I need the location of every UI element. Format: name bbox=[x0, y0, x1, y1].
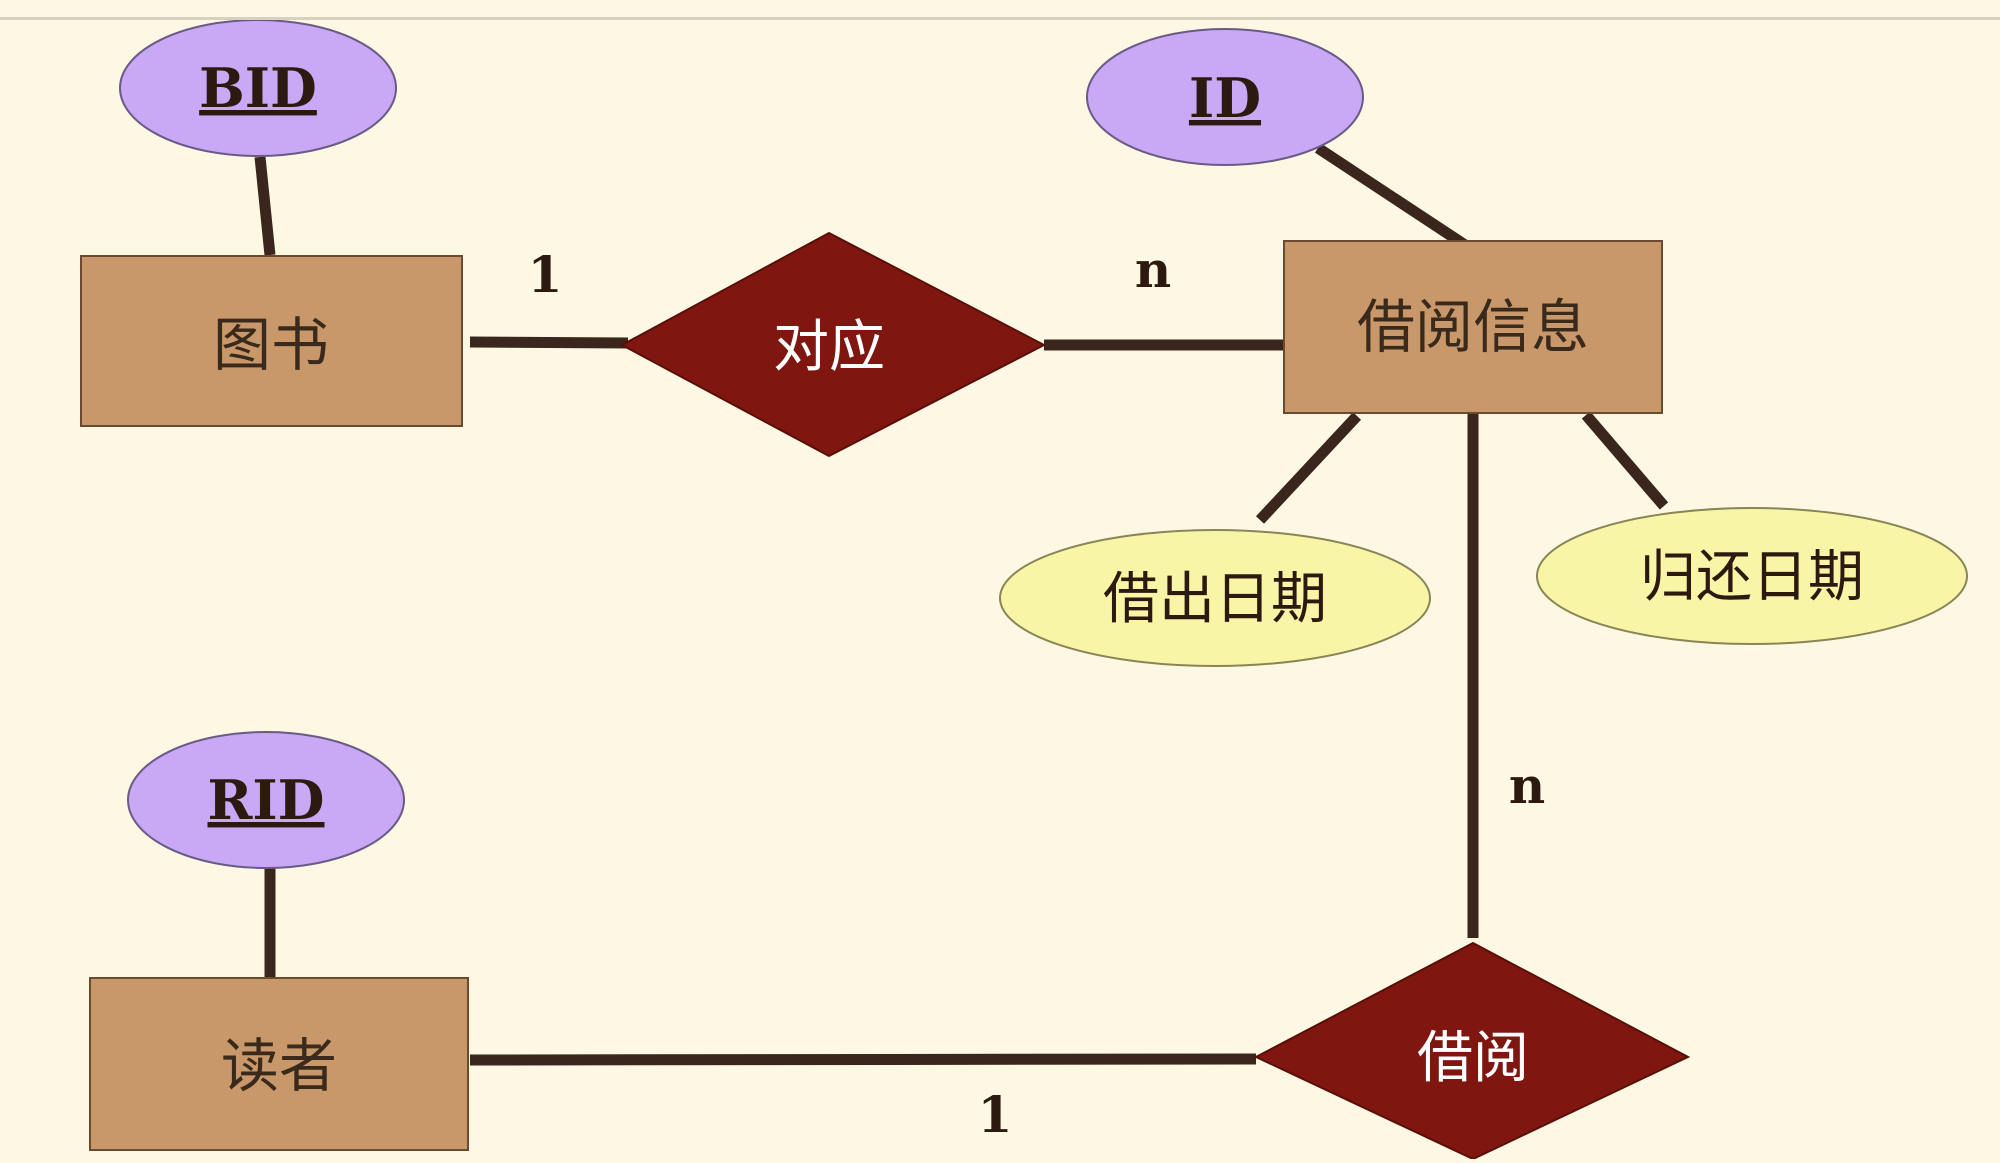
entity-borrow-info: 借阅信息 bbox=[1283, 240, 1663, 414]
attribute-id: ID bbox=[1086, 28, 1364, 166]
attribute-bid: BID bbox=[119, 19, 397, 157]
entity-book: 图书 bbox=[80, 255, 463, 427]
attribute-return-date-label: 归还日期 bbox=[1640, 545, 1864, 610]
cardinality-reader-borrow: 1 bbox=[978, 1085, 1013, 1144]
line-id-borrow-info bbox=[1314, 143, 1469, 250]
line-book-correspond bbox=[469, 336, 629, 349]
attribute-bid-label: BID bbox=[199, 56, 317, 120]
attribute-rid: RID bbox=[127, 731, 405, 869]
line-reader-borrow bbox=[469, 1053, 1257, 1066]
cardinality-book-correspond: 1 bbox=[528, 245, 563, 304]
cardinality-info-borrow: n bbox=[1509, 756, 1545, 815]
attribute-id-label: ID bbox=[1189, 66, 1261, 130]
entity-borrow-info-label: 借阅信息 bbox=[1357, 293, 1589, 361]
attribute-rid-label: RID bbox=[208, 768, 325, 832]
top-divider bbox=[0, 17, 2000, 20]
attribute-return-date: 归还日期 bbox=[1536, 507, 1968, 645]
relationship-borrow-label: 借阅 bbox=[1417, 1026, 1529, 1091]
relationship-correspond: 对应 bbox=[619, 231, 1047, 458]
line-borrow-info-borrow-date bbox=[1255, 412, 1362, 524]
line-borrow-info-return-date bbox=[1581, 411, 1669, 510]
relationship-correspond-label: 对应 bbox=[773, 315, 885, 380]
cardinality-correspond-info: n bbox=[1135, 240, 1171, 299]
entity-book-label: 图书 bbox=[213, 311, 329, 379]
entity-reader-label: 读者 bbox=[221, 1032, 337, 1100]
entity-reader: 读者 bbox=[89, 977, 469, 1151]
attribute-borrow-date: 借出日期 bbox=[999, 529, 1431, 667]
relationship-borrow: 借阅 bbox=[1253, 941, 1691, 1161]
line-bid-book bbox=[254, 156, 276, 256]
attribute-borrow-date-label: 借出日期 bbox=[1103, 567, 1327, 632]
